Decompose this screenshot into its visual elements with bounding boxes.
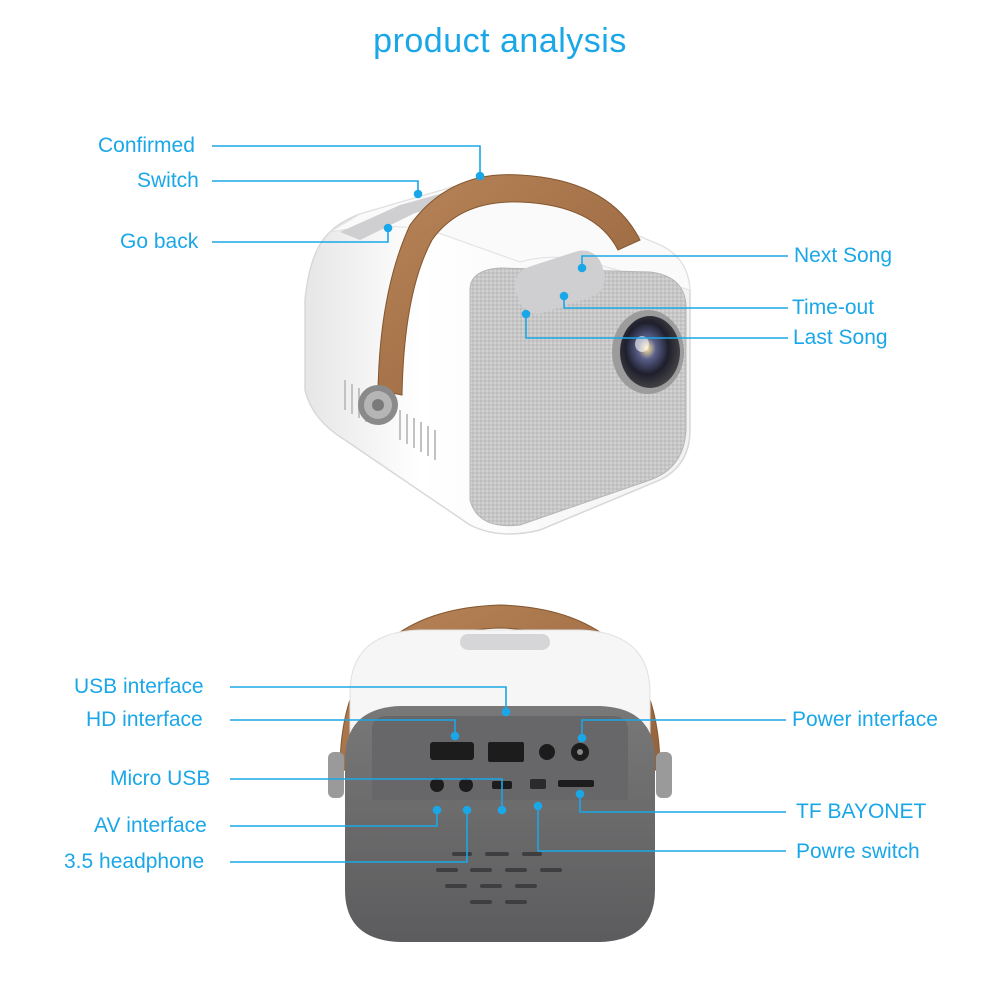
label-av-interface: AV interface — [94, 814, 207, 837]
label-switch: Switch — [137, 169, 199, 192]
leader-lines — [212, 145, 788, 863]
leader-go-back — [212, 228, 389, 243]
label-power-interface: Power interface — [792, 708, 938, 731]
headphone-port — [459, 778, 473, 792]
leader-last-song — [525, 314, 788, 339]
label-next-song: Next Song — [794, 244, 893, 267]
usb-port — [488, 742, 524, 762]
leader-hd — [230, 719, 456, 736]
leader-micro-usb — [230, 778, 503, 810]
strap-knob — [358, 385, 398, 425]
leader-tf — [579, 794, 786, 813]
label-confirmed: Confirmed — [98, 134, 195, 157]
carry-strap — [377, 174, 641, 396]
leader-usb — [230, 686, 507, 712]
label-hd-interface: HD interface — [86, 708, 203, 731]
label-power-switch: Powre switch — [796, 840, 920, 863]
label-last-song: Last Song — [793, 326, 888, 349]
left-knob — [328, 752, 344, 798]
tf-slot — [558, 780, 594, 787]
leader-av — [230, 810, 438, 827]
projector-back-view — [328, 604, 672, 942]
label-time-out: Time-out — [792, 296, 875, 319]
projector-top-view — [304, 174, 691, 535]
label-usb-interface: USB interface — [74, 675, 204, 698]
power-switch — [530, 779, 546, 789]
speaker-fabric — [469, 267, 687, 527]
hdmi-port — [430, 742, 474, 760]
leader-switch — [212, 180, 419, 194]
projector-lens — [612, 310, 684, 394]
label-micro-usb: Micro USB — [110, 767, 211, 790]
leader-power-switch — [537, 806, 786, 852]
leader-power-interface — [581, 719, 786, 738]
leader-headphone — [230, 810, 468, 863]
label-go-back: Go back — [120, 230, 199, 253]
aux-hole — [539, 744, 555, 760]
right-knob — [656, 752, 672, 798]
label-headphone: 3.5 headphone — [64, 850, 205, 873]
av-port — [430, 778, 444, 792]
page-title: product analysis — [373, 22, 627, 60]
leader-confirmed — [212, 145, 481, 176]
back-top-strip — [460, 634, 550, 650]
label-tf-bayonet: TF BAYONET — [796, 800, 927, 823]
